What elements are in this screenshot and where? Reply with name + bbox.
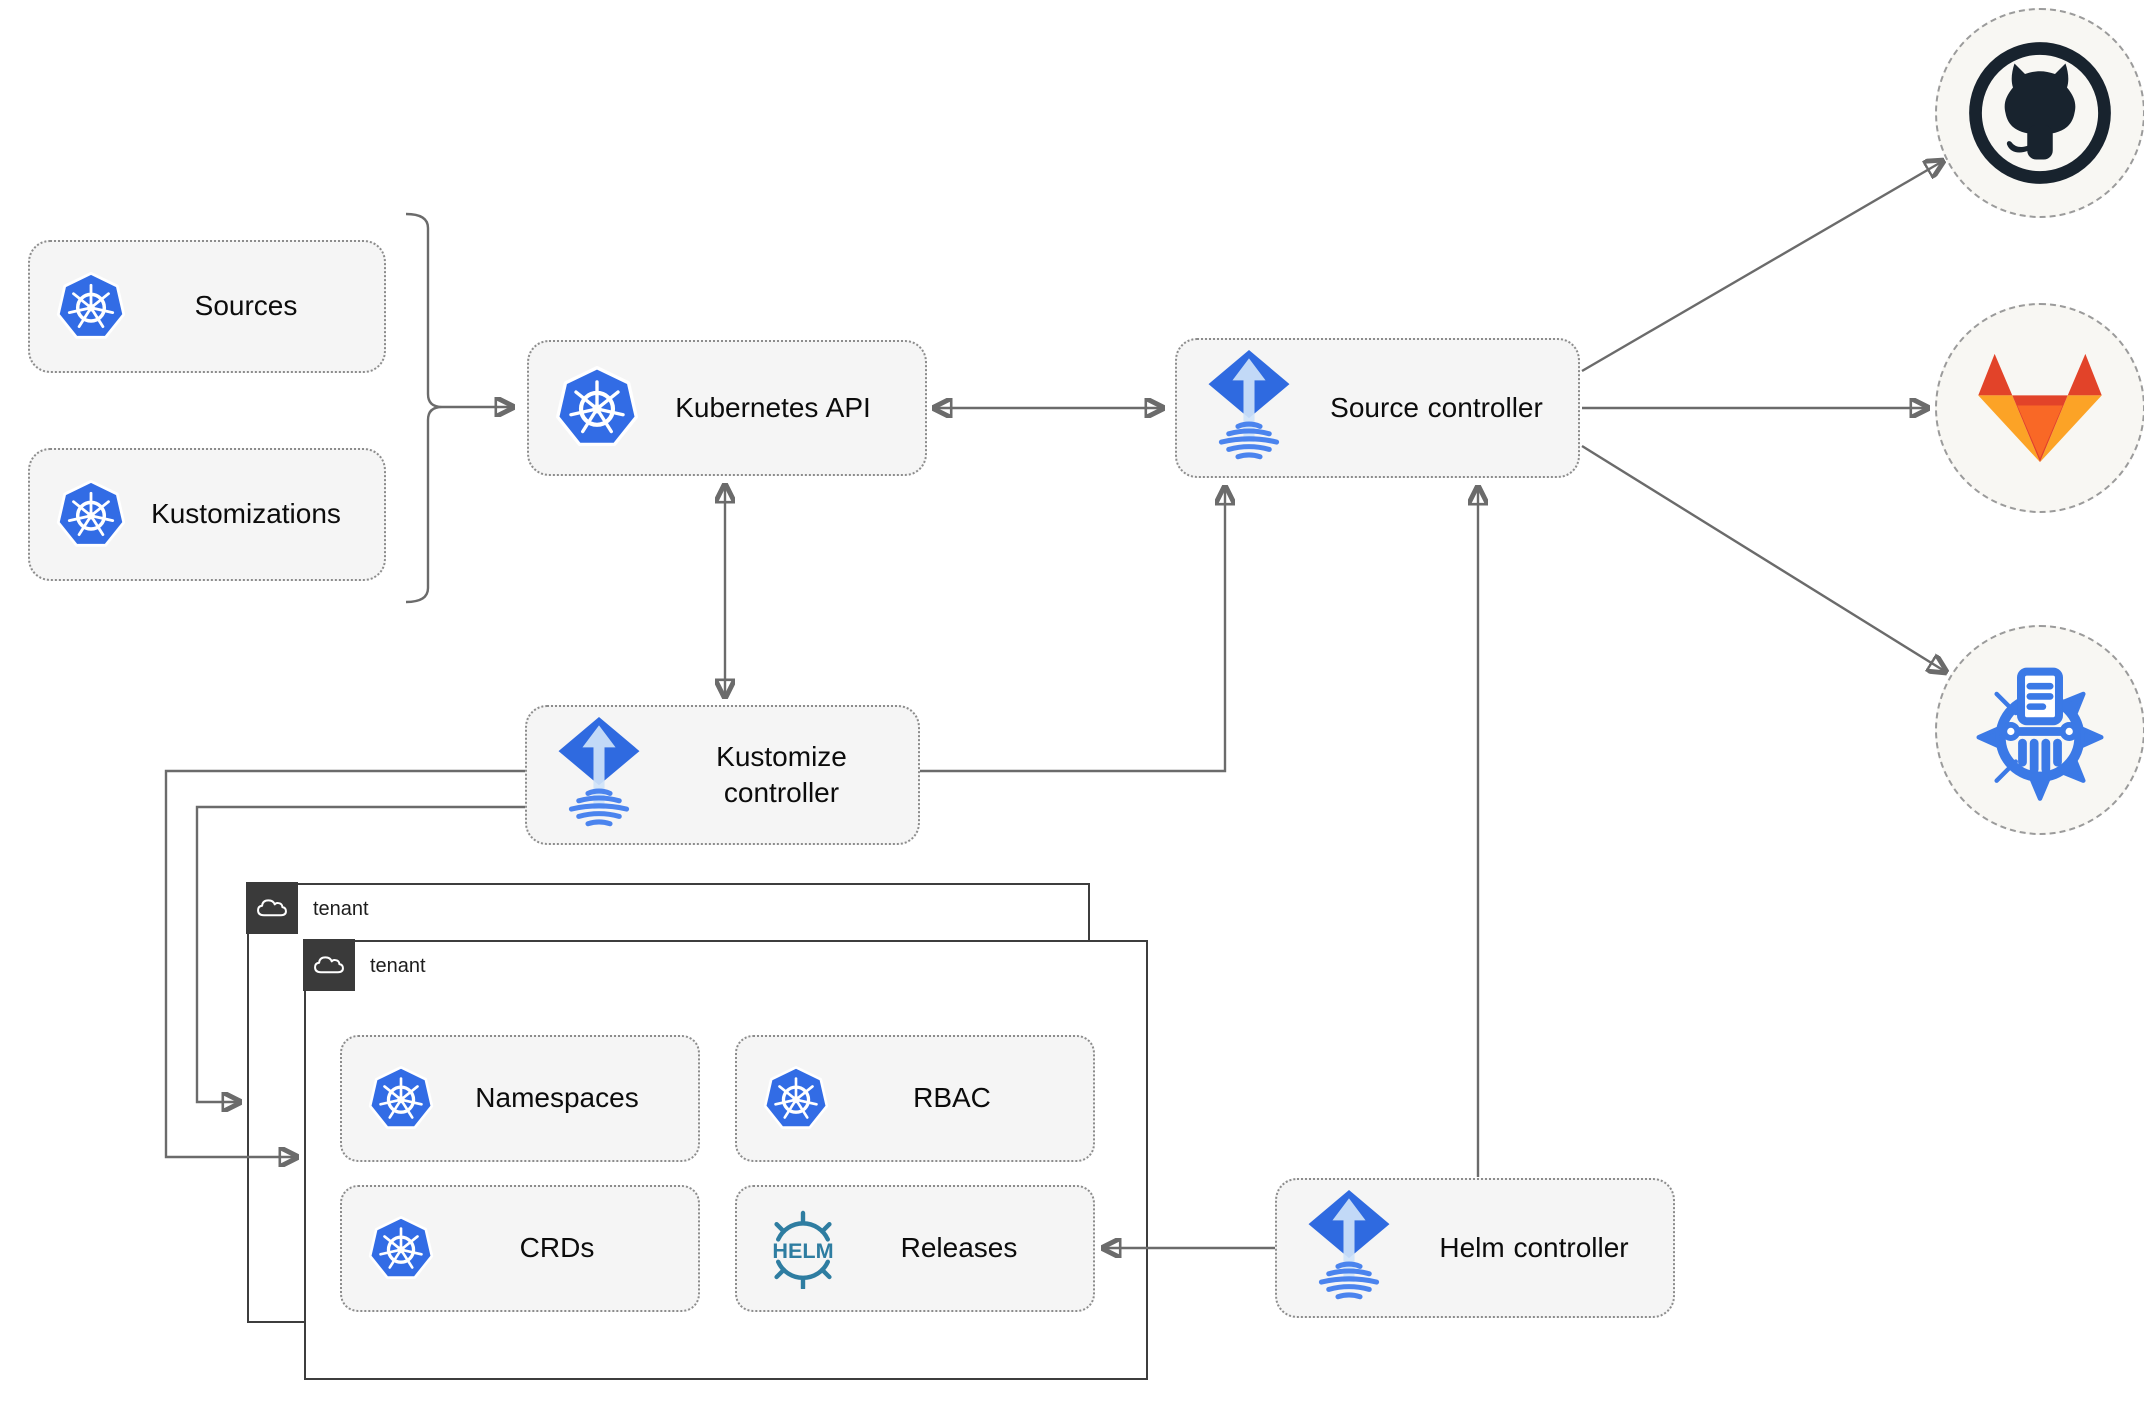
namespaces-node: Namespaces — [340, 1035, 700, 1162]
kubernetes-icon — [555, 366, 639, 450]
github-icon — [1965, 38, 2115, 188]
rbac-label: RBAC — [913, 1082, 991, 1114]
namespaces-label: Namespaces — [475, 1082, 639, 1114]
gitlab-node — [1935, 303, 2144, 513]
cloud-icon — [311, 952, 347, 978]
crds-label: CRDs — [519, 1232, 595, 1264]
releases-node: Releases — [735, 1185, 1095, 1312]
kubernetes-api-label: Kubernetes API — [675, 391, 871, 423]
helm-controller-node: Helm controller — [1275, 1178, 1675, 1318]
kubernetes-icon — [763, 1066, 829, 1132]
crds-node: CRDs — [340, 1185, 700, 1312]
edge-kustomize-source — [920, 487, 1225, 773]
helm-icon — [763, 1209, 843, 1289]
sources-node: Sources — [28, 240, 386, 373]
kubernetes-icon — [56, 480, 126, 550]
source-controller-node: Source controller — [1175, 338, 1580, 478]
kustomize-controller-label: Kustomize controller — [716, 740, 847, 808]
group-brace — [405, 212, 443, 604]
tenant-inner-label: tenant — [370, 955, 426, 977]
tenant-outer-label: tenant — [313, 898, 369, 920]
sources-label: Sources — [194, 290, 298, 322]
kubernetes-icon — [368, 1216, 434, 1282]
kubernetes-icon — [56, 272, 126, 342]
kustomize-controller-node: Kustomize controller — [525, 705, 920, 845]
tenant-outer-badge — [246, 882, 298, 934]
edge-source-github — [1581, 161, 1943, 373]
flux-icon — [1203, 350, 1295, 466]
flux-icon — [1303, 1190, 1395, 1306]
chartmuseum-icon — [1967, 657, 2113, 803]
helm-controller-label: Helm controller — [1439, 1231, 1629, 1263]
flux-icon — [553, 717, 645, 833]
kubernetes-icon — [368, 1066, 434, 1132]
source-controller-label: Source controller — [1330, 391, 1543, 423]
cloud-icon — [254, 895, 290, 921]
github-node — [1935, 8, 2144, 218]
edge-source-chartmuseum — [1581, 444, 1946, 672]
kubernetes-api-node: Kubernetes API — [527, 340, 927, 476]
kustomizations-label: Kustomizations — [151, 498, 341, 530]
rbac-node: RBAC — [735, 1035, 1095, 1162]
gitlab-icon — [1977, 350, 2103, 466]
releases-label: Releases — [900, 1232, 1018, 1264]
chartmuseum-node — [1935, 625, 2144, 835]
kustomizations-node: Kustomizations — [28, 448, 386, 581]
tenant-inner-badge — [303, 939, 355, 991]
